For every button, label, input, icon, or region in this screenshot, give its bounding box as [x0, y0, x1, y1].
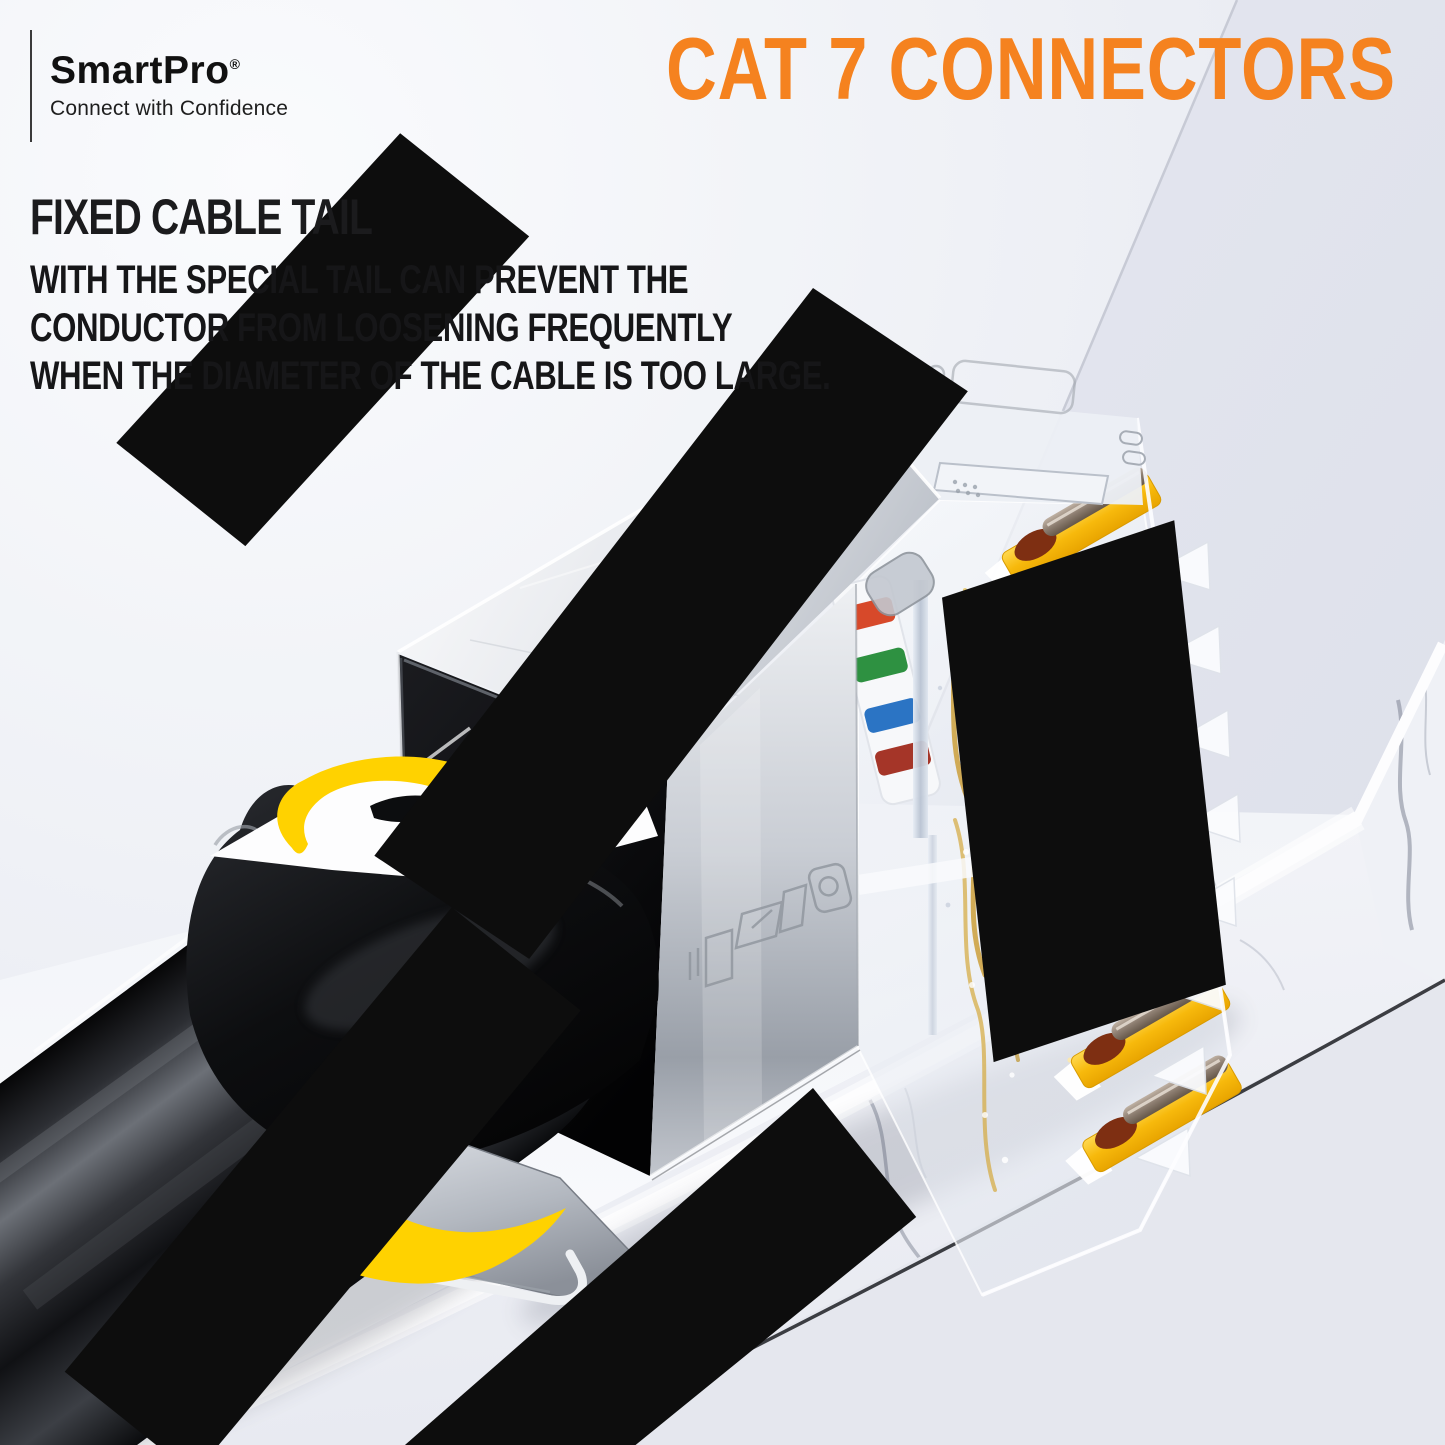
- brand-logo: SmartPro® Connect with Confidence: [26, 30, 1226, 1445]
- logo-divider: [30, 30, 32, 142]
- marble-right-panel: [1351, 640, 1445, 985]
- feature-callout: FIXED CABLE TAIL WITH THE SPECIAL TAIL C…: [30, 188, 1056, 400]
- brand-name: SmartPro®: [50, 48, 241, 92]
- shield-engraved-markings: [688, 862, 853, 988]
- wire-green: [851, 647, 908, 683]
- brand-tagline: Connect with Confidence: [50, 97, 289, 121]
- feature-line: CONDUCTOR FROM LOOSENING FREQUENTLY: [30, 306, 733, 350]
- wire-blue: [864, 698, 921, 733]
- page-title: CAT 7 CONNECTORS: [666, 19, 1396, 118]
- latch-plate: [932, 461, 1110, 506]
- feature-line: WHEN THE DIAMETER OF THE CABLE IS TOO LA…: [30, 354, 831, 398]
- feature-line: WITH THE SPECIAL TAIL CAN PREVENT THE: [30, 258, 689, 302]
- registered-mark: ®: [229, 55, 241, 72]
- feature-title: FIXED CABLE TAIL: [30, 189, 373, 245]
- housing-side-glyphs: [1119, 430, 1146, 466]
- housing-rib: [913, 580, 928, 838]
- housing-rib-2: [928, 835, 937, 1035]
- shield-notch: [865, 551, 935, 617]
- smartpro-logo-icon: [64, 133, 1226, 1445]
